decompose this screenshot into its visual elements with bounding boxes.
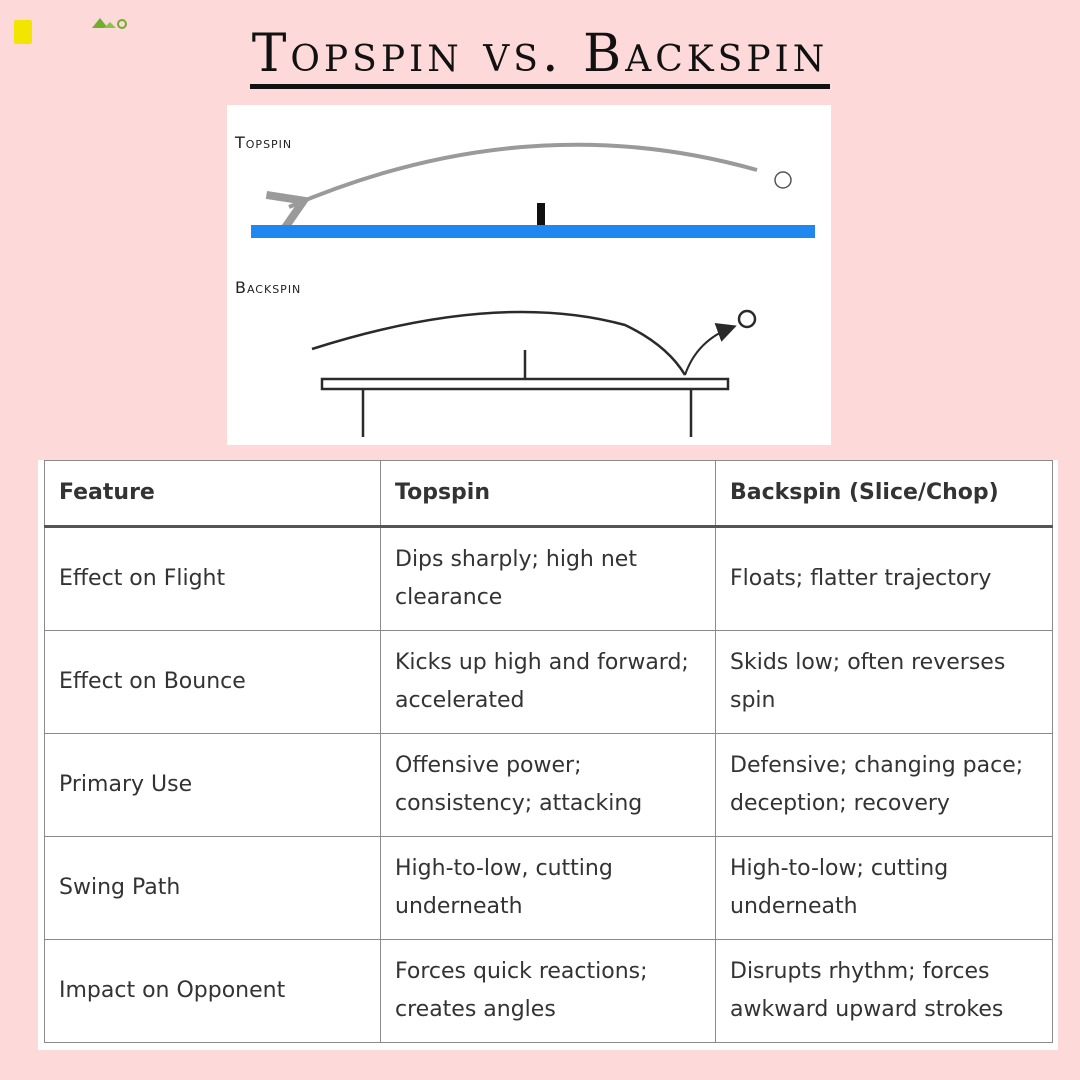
table-row: Primary Use Offensive power; consistency… <box>44 733 1053 837</box>
comparison-table-container: Feature Topspin Backspin (Slice/Chop) Ef… <box>38 460 1058 1050</box>
header-topspin: Topspin <box>380 460 716 528</box>
table-cell-feature: Effect on Flight <box>44 526 381 631</box>
table-cell-backspin: Floats; flatter trajectory <box>715 526 1053 631</box>
table-header-row: Feature Topspin Backspin (Slice/Chop) <box>44 460 1053 528</box>
table-row: Swing Path High-to-low, cutting undernea… <box>44 836 1053 940</box>
topspin-label: Topspin <box>235 133 293 152</box>
backspin-bounce-arrow <box>684 323 737 376</box>
comparison-table: Feature Topspin Backspin (Slice/Chop) Ef… <box>44 460 1053 1043</box>
table-cell-feature: Primary Use <box>44 733 381 837</box>
table-cell-feature: Swing Path <box>44 836 381 940</box>
topspin-table <box>251 225 815 238</box>
table-cell-feature: Impact on Opponent <box>44 939 381 1043</box>
table-cell-topspin: Forces quick reactions; creates angles <box>380 939 716 1043</box>
table-cell-topspin: High-to-low, cutting underneath <box>380 836 716 940</box>
table-row: Impact on Opponent Forces quick reaction… <box>44 939 1053 1043</box>
page-title: Topspin vs. Backspin <box>0 26 1080 89</box>
backspin-label: Backspin <box>235 278 302 297</box>
spin-diagram-svg <box>251 142 815 437</box>
header-feature: Feature <box>44 460 381 528</box>
table-cell-backspin: Skids low; often reverses spin <box>715 630 1053 734</box>
buzztowns-logo <box>12 14 130 54</box>
page-title-text: Topspin vs. Backspin <box>249 26 831 89</box>
table-cell-backspin: High-to-low; cutting underneath <box>715 836 1053 940</box>
table-cell-feature: Effect on Bounce <box>44 630 381 734</box>
backspin-ball <box>737 309 757 329</box>
topspin-ball <box>774 171 792 189</box>
table-cell-backspin: Defensive; changing pace; deception; rec… <box>715 733 1053 837</box>
backspin-table <box>320 377 730 391</box>
table-cell-backspin: Disrupts rhythm; forces awkward upward s… <box>715 939 1053 1043</box>
spin-diagram: Topspin Backspin <box>227 105 831 445</box>
table-cell-topspin: Offensive power; consistency; attacking <box>380 733 716 837</box>
table-cell-topspin: Dips sharply; high net clearance <box>380 526 716 631</box>
header-backspin: Backspin (Slice/Chop) <box>715 460 1053 528</box>
topspin-net <box>537 203 545 225</box>
table-cell-topspin: Kicks up high and forward; accelerated <box>380 630 716 734</box>
table-row: Effect on Flight Dips sharply; high net … <box>44 526 1053 631</box>
backspin-arc <box>311 310 687 376</box>
table-row: Effect on Bounce Kicks up high and forwa… <box>44 630 1053 734</box>
topspin-arc <box>265 142 758 234</box>
